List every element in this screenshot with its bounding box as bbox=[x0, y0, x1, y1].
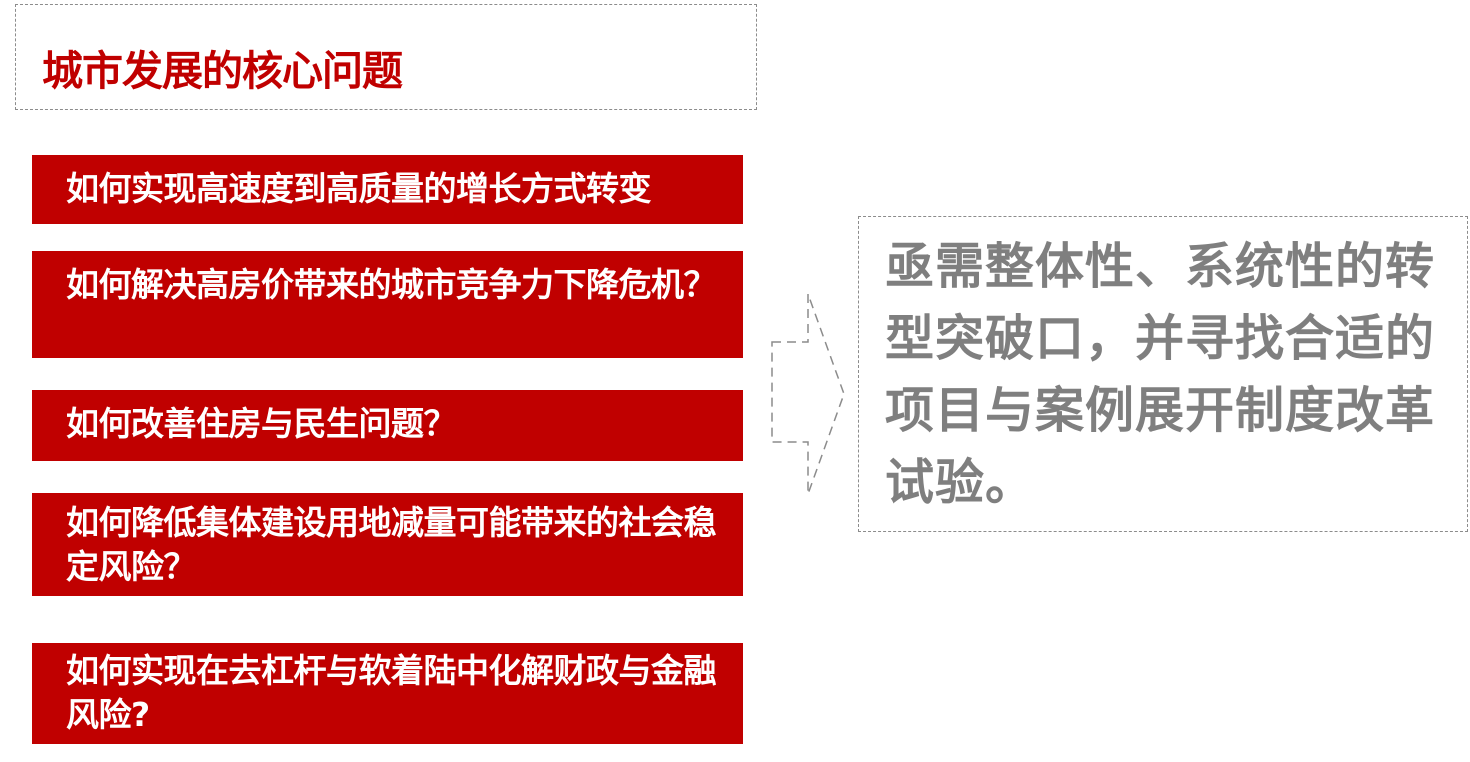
question-text-1: 如何实现高速度到高质量的增长方式转变 bbox=[66, 169, 652, 208]
question-box-4: 如何降低集体建设用地减量可能带来的社会稳定风险？ bbox=[32, 493, 743, 596]
question-box-3: 如何改善住房与民生问题？ bbox=[32, 390, 743, 461]
question-text-3: 如何改善住房与民生问题？ bbox=[66, 404, 457, 443]
conclusion-text: 亟需整体性、系统性的转型突破口，并寻找合适的项目与案例展开制度改革试验。 bbox=[885, 238, 1436, 511]
question-text-5: 如何实现在去杠杆与软着陆中化解财政与金融风险? bbox=[66, 651, 717, 734]
question-text-2: 如何解决高房价带来的城市竞争力下降危机？ bbox=[66, 265, 717, 304]
question-box-2: 如何解决高房价带来的城市竞争力下降危机？ bbox=[32, 251, 743, 358]
title-box: 城市发展的核心问题 bbox=[15, 4, 757, 110]
page-title: 城市发展的核心问题 bbox=[42, 47, 403, 95]
question-box-1: 如何实现高速度到高质量的增长方式转变 bbox=[32, 155, 743, 224]
dashed-right-arrow-icon bbox=[771, 293, 845, 495]
question-text-4: 如何降低集体建设用地减量可能带来的社会稳定风险？ bbox=[66, 503, 717, 586]
question-box-5: 如何实现在去杠杆与软着陆中化解财政与金融风险? bbox=[32, 643, 743, 744]
conclusion-box: 亟需整体性、系统性的转型突破口，并寻找合适的项目与案例展开制度改革试验。 bbox=[858, 216, 1468, 532]
